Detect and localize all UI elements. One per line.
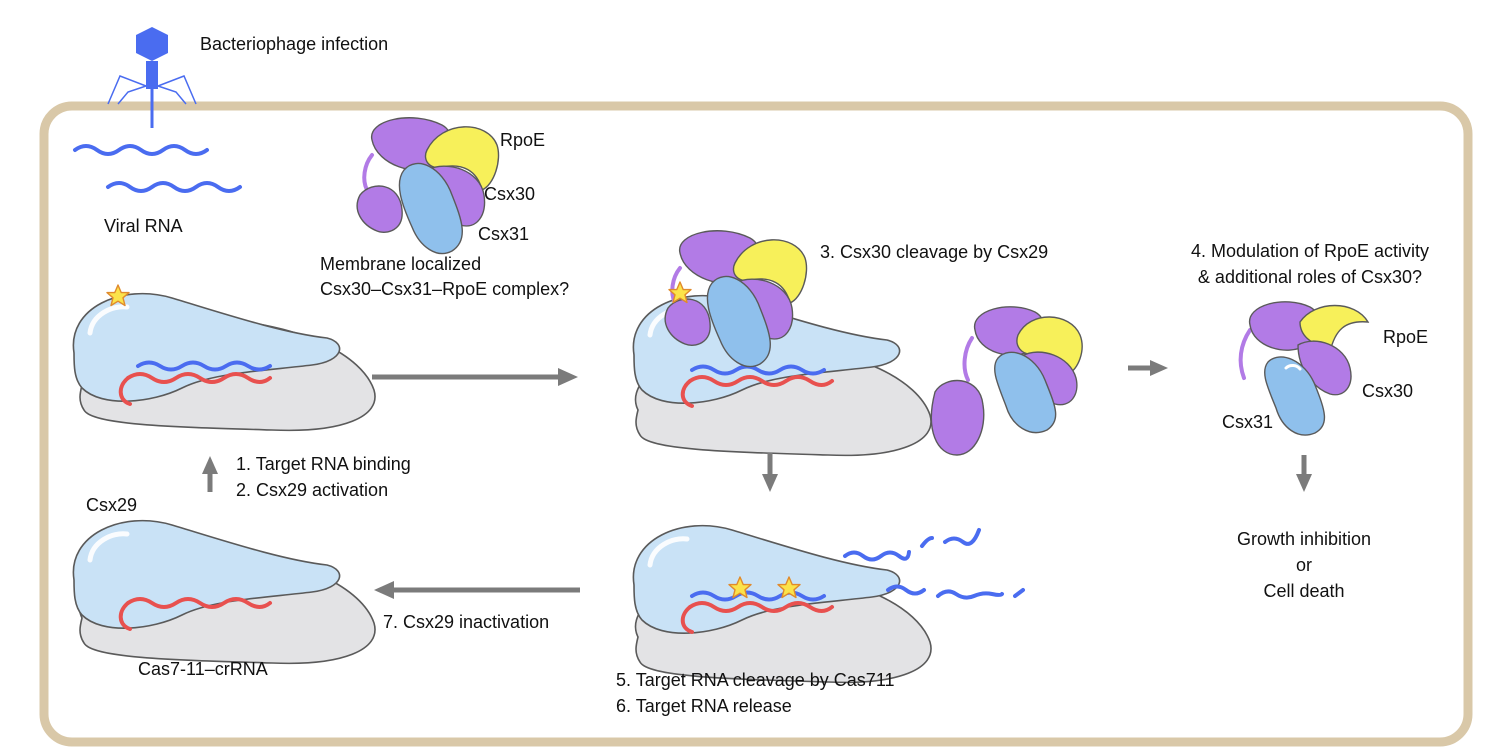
csx29-label: Csx29: [86, 495, 137, 515]
cas711-csx29-complex-bound-middle: [633, 230, 932, 457]
step5-label: 5. Target RNA cleavage by Cas711: [616, 670, 895, 690]
viral-rna-label: Viral RNA: [104, 216, 183, 236]
csx31-label-top: Csx31: [478, 224, 529, 244]
cleaved-rna-fragments: [843, 528, 1025, 600]
arrow-up-left: [202, 456, 218, 492]
viral-rna-icon: [73, 144, 242, 193]
step2-label: 2. Csx29 activation: [236, 480, 388, 500]
csx30-csx31-rpoe-complex-right: [1238, 301, 1370, 436]
outcome-label-line2: or: [1296, 555, 1312, 575]
step4-label-line1: 4. Modulation of RpoE activity: [1191, 241, 1429, 261]
step6-label: 6. Target RNA release: [616, 696, 792, 716]
outcome-label-line1: Growth inhibition: [1237, 529, 1371, 549]
csx31-label-right: Csx31: [1222, 412, 1273, 432]
step7-label: 7. Csx29 inactivation: [383, 612, 549, 632]
step1-label: 1. Target RNA binding: [236, 454, 411, 474]
arrow-right-step4: [1128, 360, 1168, 376]
step3-label: 3. Csx30 cleavage by Csx29: [820, 242, 1048, 262]
arrow-down-middle: [762, 453, 778, 492]
step4-label-line2: & additional roles of Csx30?: [1198, 267, 1422, 287]
membrane-complex-label-line1: Membrane localized: [320, 254, 481, 274]
rpoe-label-top: RpoE: [500, 130, 545, 150]
cleaved-complex-middle: [930, 306, 1083, 456]
arrow-down-right: [1296, 455, 1312, 492]
cas711-csx29-target-bound-left: [73, 284, 376, 432]
phage-label: Bacteriophage infection: [200, 34, 388, 54]
arrow-right-top: [372, 368, 578, 386]
arrow-left-bottom: [374, 581, 580, 599]
cas711-csx29-cleavage-middle: [633, 526, 932, 684]
csx30-label-top: Csx30: [484, 184, 535, 204]
outcome-label-line3: Cell death: [1263, 581, 1344, 601]
csx30-csx31-rpoe-complex-top: [356, 117, 500, 255]
csx30-label-right: Csx30: [1362, 381, 1413, 401]
rpoe-label-right: RpoE: [1383, 327, 1428, 347]
cas711-csx29-apo-left: [73, 521, 376, 665]
bacteriophage-icon: [107, 27, 197, 128]
membrane-complex-label-line2: Csx30–Csx31–RpoE complex?: [320, 279, 569, 299]
cas711-crrna-label: Cas7-11–crRNA: [138, 659, 268, 679]
